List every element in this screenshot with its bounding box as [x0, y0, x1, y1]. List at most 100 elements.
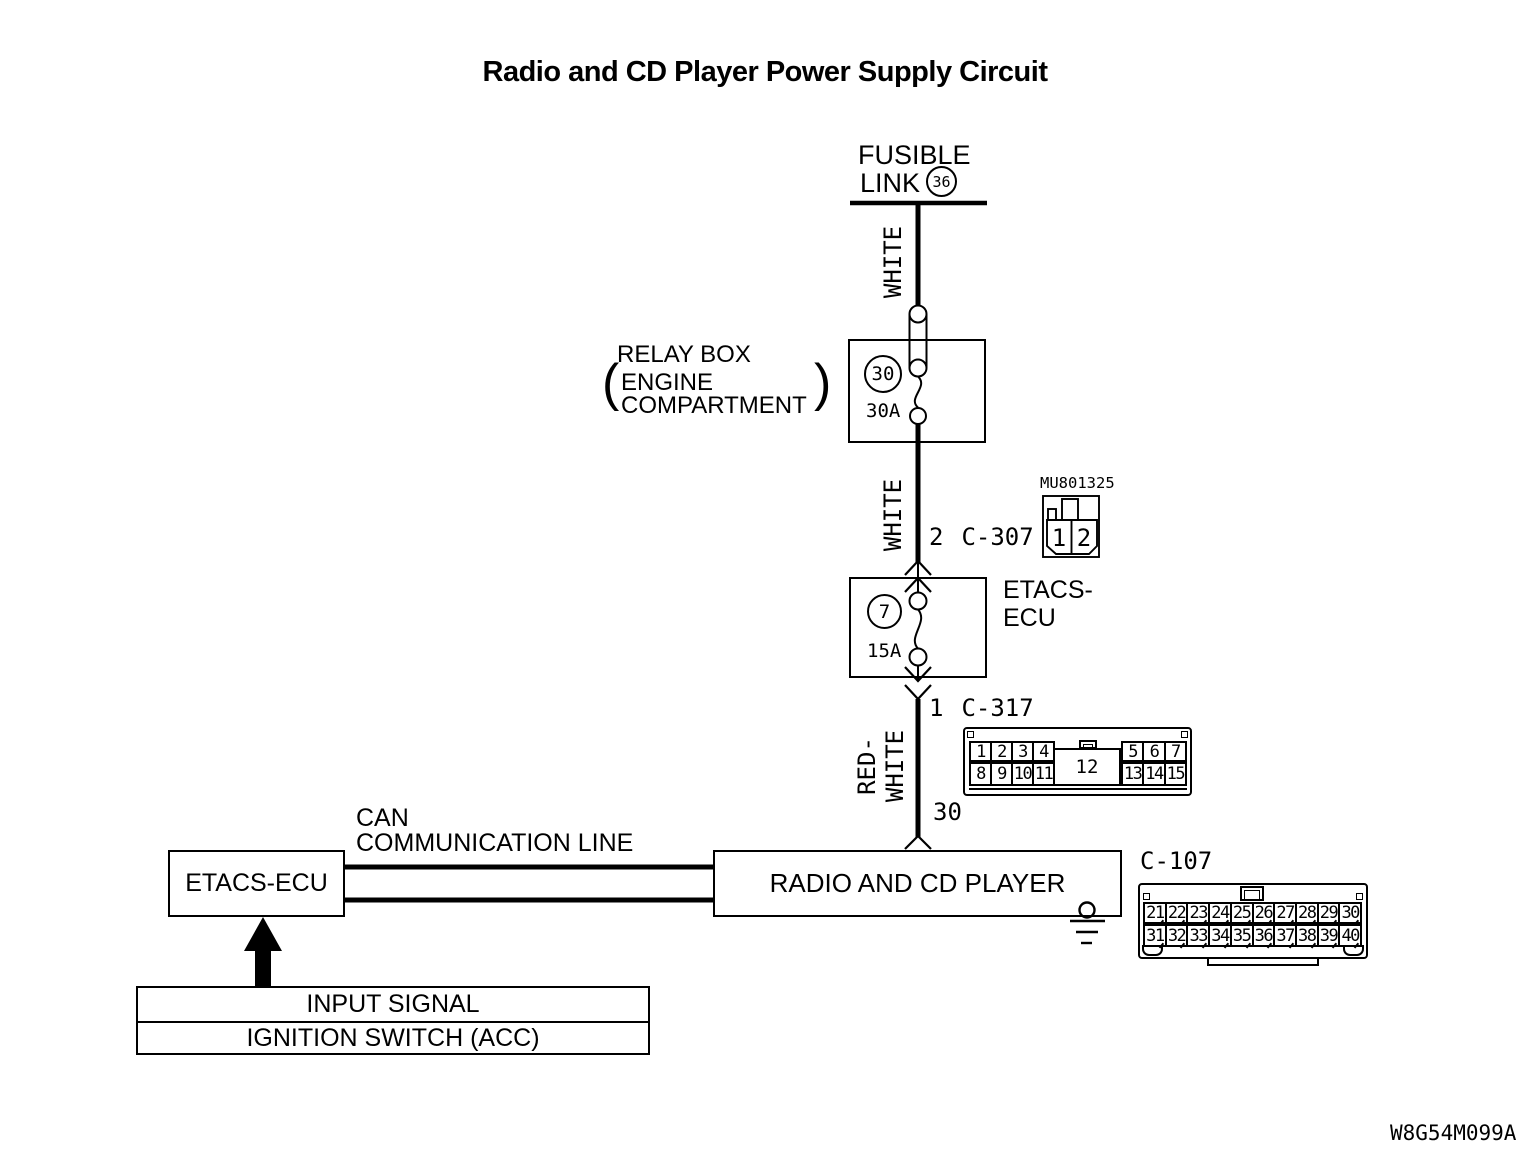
radio-cd-player-box: RADIO AND CD PLAYER	[713, 850, 1122, 917]
wire-color-line1: RED-	[853, 737, 881, 795]
c107-foot-right	[1343, 945, 1364, 956]
c317-row1-left: 1 2 3 4	[969, 741, 1055, 762]
connector-c107-name: C-107	[1140, 847, 1213, 875]
pin-cell: 30	[1340, 902, 1363, 924]
pin-cell: 13	[1121, 762, 1145, 786]
pin-cell: 3	[1013, 741, 1034, 762]
radio-cd-player-label: RADIO AND CD PLAYER	[769, 868, 1066, 898]
pin-cell: 23	[1188, 902, 1211, 924]
c317-row2-right: 13 14 15	[1121, 762, 1187, 786]
c307-pin-2: 2	[1077, 524, 1091, 552]
c317-bottom-rail	[969, 788, 1187, 790]
pin-cell: 27	[1275, 902, 1297, 924]
relay-box-location-line1: ENGINE	[621, 369, 714, 396]
etacs-fuse-box-outline	[849, 577, 987, 678]
relay-box-paren-open: (	[602, 354, 620, 412]
fuse-30-number-badge: 30	[864, 355, 902, 393]
diagram-code: W8G54M099A	[1390, 1121, 1517, 1145]
radio-terminal-chevron	[904, 834, 932, 850]
c317-name: C-317	[961, 694, 1034, 722]
c107-row2: 31 32 33 34 35 36 37 38 39 40	[1143, 924, 1363, 947]
c307-pin-1: 1	[1052, 524, 1066, 552]
pin-cell: 1	[969, 741, 992, 762]
c317-row2-left: 8 9 10 11	[969, 762, 1055, 786]
pin-cell: 6	[1144, 741, 1166, 762]
pin-cell: 37	[1275, 924, 1297, 947]
etacs-ecu-label-line2: ECU	[1003, 604, 1056, 632]
pin-cell: 9	[992, 762, 1013, 786]
connector-c307-callout: 2 C-307	[929, 523, 1034, 551]
c107-bottom-tab	[1207, 957, 1319, 966]
fuse-7-number-badge: 7	[867, 594, 902, 629]
input-signal-box: INPUT SIGNAL IGNITION SWITCH (ACC)	[136, 986, 650, 1055]
pin-cell: 28	[1296, 902, 1319, 924]
relay-box-paren-close: )	[814, 354, 832, 412]
relay-box-label: RELAY BOX	[617, 341, 751, 368]
pin-cell: 35	[1231, 924, 1254, 947]
wire-color-label-white-upper: WHITE	[879, 225, 907, 299]
fusible-link-number-badge: 36	[926, 166, 957, 197]
pin-cell: 7	[1165, 741, 1187, 762]
pin-cell-12: 12	[1053, 748, 1121, 786]
pin-cell: 4	[1034, 741, 1055, 762]
c307-pin-number: 2	[929, 523, 944, 551]
pin-cell: 2	[992, 741, 1013, 762]
pin-cell: 26	[1253, 902, 1276, 924]
pin-cell: 21	[1143, 902, 1167, 924]
relay-box-outline	[848, 339, 986, 443]
c107-corner-key-right	[1356, 893, 1363, 900]
fusible-link-label-line2: LINK	[860, 168, 921, 198]
c107-lock-tab	[1240, 886, 1264, 901]
radio-pin-number: 30	[933, 798, 962, 826]
pin-cell: 22	[1166, 902, 1189, 924]
pin-cell: 29	[1318, 902, 1341, 924]
c317-pin-number: 1	[929, 694, 944, 722]
fuse-30-rating: 30A	[866, 400, 901, 422]
connector-c307-face	[1042, 495, 1100, 558]
can-line-label-line2: COMMUNICATION LINE	[356, 828, 634, 857]
pin-cell: 38	[1296, 924, 1319, 947]
pin-cell: 14	[1144, 762, 1166, 786]
pin-cell: 33	[1188, 924, 1211, 947]
wire-color-label-red-white: RED- WHITE	[853, 721, 909, 811]
pin-cell: 40	[1340, 924, 1363, 947]
pin-cell: 11	[1034, 762, 1055, 786]
connector-c107-face: 21 22 23 24 25 26 27 28 29 30 31 32 33 3…	[1138, 883, 1368, 966]
page-title: Radio and CD Player Power Supply Circuit	[482, 56, 1048, 88]
input-signal-label: INPUT SIGNAL	[306, 990, 480, 1018]
wire-color-line2: WHITE	[881, 729, 909, 803]
relay-box-location-line2: COMPARTMENT	[621, 392, 807, 419]
pin-cell: 10	[1013, 762, 1034, 786]
etacs-ecu-box-label: ETACS-ECU	[185, 869, 328, 897]
pin-cell: 36	[1253, 924, 1276, 947]
c317-row1-right: 5 6 7	[1121, 741, 1187, 762]
pin-cell: 32	[1166, 924, 1189, 947]
can-line-label-line1: CAN	[356, 804, 409, 832]
pin-cell: 25	[1231, 902, 1254, 924]
ignition-switch-label: IGNITION SWITCH (ACC)	[138, 1021, 648, 1054]
input-signal-arrow	[244, 917, 282, 987]
wire-color-label-white-middle: WHITE	[879, 478, 907, 552]
c307-part-number: MU801325	[1040, 474, 1115, 492]
can-line-label: CAN COMMUNICATION LINE	[356, 806, 633, 855]
fuse-7-rating: 15A	[867, 640, 902, 662]
c317-corner-key-left	[967, 731, 974, 738]
etacs-ecu-label-line1: ETACS-	[1003, 576, 1093, 604]
pin-cell: 15	[1165, 762, 1187, 786]
etacs-ecu-box: ETACS-ECU	[168, 850, 345, 917]
pin-cell: 8	[969, 762, 992, 786]
pin-cell: 34	[1210, 924, 1232, 947]
c107-foot-left	[1142, 945, 1163, 956]
c307-name: C-307	[961, 523, 1034, 551]
c107-row1: 21 22 23 24 25 26 27 28 29 30	[1143, 902, 1363, 924]
c107-corner-key-left	[1143, 893, 1150, 900]
fusible-link-label-line1: FUSIBLE	[858, 140, 971, 170]
connector-c317-face: 1 2 3 4 8 9 10 11 12 5 6 7 13 14 15	[963, 727, 1192, 796]
pin-cell: 24	[1210, 902, 1232, 924]
c317-corner-key-right	[1181, 731, 1188, 738]
pin-cell: 31	[1143, 924, 1167, 947]
can-communication-lines	[345, 864, 714, 903]
connector-c317-callout: 1 C-317	[929, 694, 1034, 722]
